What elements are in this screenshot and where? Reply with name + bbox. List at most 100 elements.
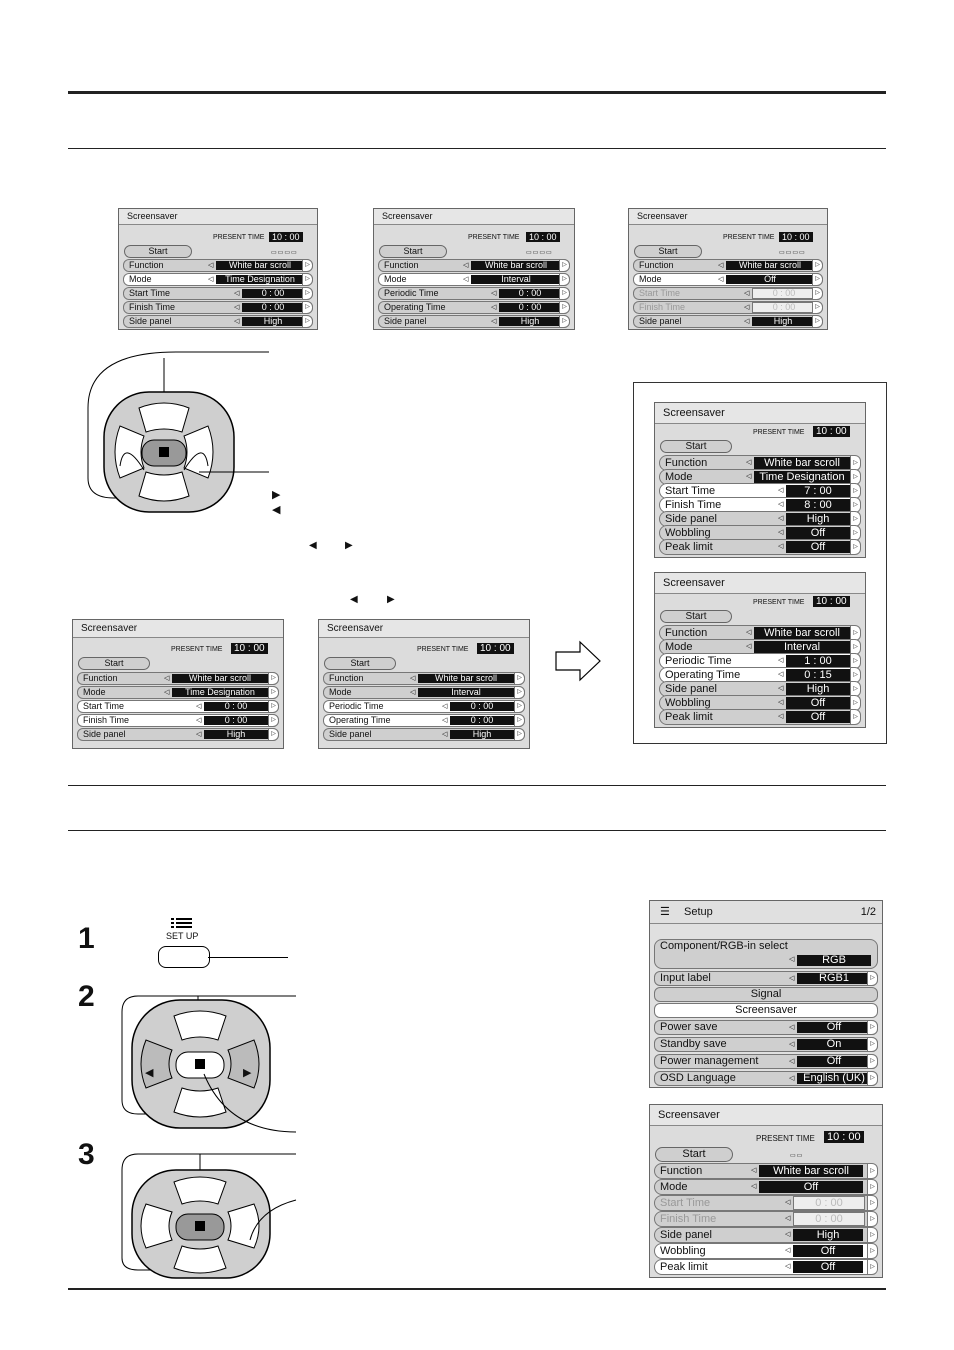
standby-save-row[interactable]: Standby save◁On▷ [654,1037,878,1052]
function-row[interactable]: Function◁White bar scroll▷ [654,1163,878,1179]
start-time-row[interactable]: Start Time◁0 : 00▷ [123,287,313,300]
peak-limit-row[interactable]: Peak limit◁Off▷ [654,1259,878,1275]
periodic-time-row[interactable]: Periodic Time◁0 : 00▷ [378,287,570,300]
panel-title: Screensaver [655,403,865,424]
down-key [138,471,190,502]
component-rgb-row[interactable]: Component/RGB-in select ◁ RGB [654,939,878,969]
mode-row[interactable]: Mode◁Interval▷ [659,639,861,655]
present-time-label: PRESENT TIME [753,599,805,606]
leader-line [208,957,288,958]
wobbling-row[interactable]: Wobbling◁Off▷ [659,525,861,541]
side-panel-row[interactable]: Side panel◁High▷ [77,728,279,741]
right-key [227,1203,260,1249]
tri-left-icon: ◀ [272,504,281,516]
mode-row[interactable]: Mode◁Time Designation▷ [77,686,279,699]
curve-arrow-right [183,452,209,471]
side-panel-row[interactable]: Side panel◁High▷ [123,315,313,328]
side-panel-row[interactable]: Side panel◁High▷ [633,315,823,328]
left-key [114,425,145,479]
operating-time-row[interactable]: Operating Time◁0 : 00▷ [378,301,570,314]
mode-row[interactable]: Mode◁Off▷ [633,273,823,286]
screensaver-panel-bottom: Screensaver PRESENT TIME 10 : 00 Start ▭… [649,1104,883,1278]
function-row[interactable]: Function◁White bar scroll▷ [77,672,279,685]
curve-arrow-left [119,452,145,471]
present-time-value: 10 : 00 [269,232,303,242]
panel-title: Screensaver [319,620,529,638]
panel-title: Screensaver [374,209,574,225]
tri-left-icon: ◀ [309,540,317,551]
progress-dots: ▭▭▭▭ [526,250,553,256]
start-time-row[interactable]: Start Time◁0 : 00▷ [77,700,279,713]
power-save-row[interactable]: Power save◁Off▷ [654,1020,878,1035]
progress-dots: ▭▭▭▭ [779,250,806,256]
osd-language-row[interactable]: OSD Language◁English (UK)▷ [654,1071,878,1086]
input-label-row[interactable]: Input label◁RGB1▷ [654,971,878,986]
progress-dots: ▭▭▭▭ [271,250,298,256]
mode-row[interactable]: Mode◁Time Designation▷ [123,273,313,286]
power-management-row[interactable]: Power management◁Off▷ [654,1054,878,1069]
finish-time-row[interactable]: Finish Time◁0 : 00▷ [77,714,279,727]
screensaver-row[interactable]: Screensaver [654,1003,878,1018]
menu-lines-icon [171,918,192,928]
mode-row[interactable]: Mode◁Time Designation▷ [659,469,861,485]
start-time-row: Start Time◁0 : 00▷ [633,287,823,300]
start-button[interactable]: Start [660,610,732,623]
screensaver-panel-example-td: Screensaver PRESENT TIME 10 : 00 Start F… [654,402,866,558]
start-button[interactable]: Start [655,1147,733,1162]
function-row[interactable]: Function◁White bar scroll▷ [378,259,570,272]
left-arrow-icon: ◀ [145,1067,154,1079]
mode-row[interactable]: Mode◁Off▷ [654,1179,878,1195]
down-key [173,1245,227,1274]
finish-time-row[interactable]: Finish Time◁0 : 00▷ [123,301,313,314]
start-button[interactable]: Start [379,245,447,258]
start-button[interactable]: Start [124,245,192,258]
remote-pad-step2 [121,995,297,1133]
present-time-label: PRESENT TIME [468,234,520,241]
mode-row[interactable]: Mode◁Interval▷ [323,686,525,699]
setup-button[interactable] [158,946,210,968]
function-row[interactable]: Function◁White bar scroll▷ [659,455,861,471]
loop-line [121,995,296,1115]
section-rule [68,785,886,786]
panel-title: Screensaver [629,209,827,225]
finish-time-row: Finish Time◁0 : 00▷ [633,301,823,314]
peak-limit-row[interactable]: Peak limit◁Off▷ [659,539,861,555]
top-rule [68,91,886,94]
up-key [138,402,190,433]
operating-time-row[interactable]: Operating Time◁0 : 15▷ [659,667,861,683]
bottom-rule [68,1288,886,1290]
start-button[interactable]: Start [634,245,702,258]
screensaver-panel-interval: Screensaver PRESENT TIME 10 : 00 Start ▭… [373,208,575,330]
progress-dots: ▭▭ [790,1153,804,1159]
mode-row[interactable]: Mode◁Interval▷ [378,273,570,286]
step-number-3: 3 [78,1138,95,1171]
start-button[interactable]: Start [324,657,396,670]
side-panel-row[interactable]: Side panel◁High▷ [323,728,525,741]
wobbling-row[interactable]: Wobbling◁Off▷ [654,1243,878,1259]
panel-title: Screensaver [73,620,283,638]
right-key [227,1039,260,1089]
peak-limit-row[interactable]: Peak limit◁Off▷ [659,709,861,725]
side-panel-row[interactable]: Side panel◁High▷ [659,681,861,697]
periodic-time-row[interactable]: Periodic Time◁0 : 00▷ [323,700,525,713]
signal-row[interactable]: Signal [654,987,878,1002]
operating-time-row[interactable]: Operating Time◁0 : 00▷ [323,714,525,727]
start-button[interactable]: Start [78,657,150,670]
side-panel-row[interactable]: Side panel◁High▷ [654,1227,878,1243]
function-row[interactable]: Function◁White bar scroll▷ [323,672,525,685]
stop-square-icon [195,1221,205,1231]
loop-line [121,1153,296,1271]
right-key [183,425,214,479]
start-time-row[interactable]: Start Time◁7 : 00▷ [659,483,861,499]
side-panel-row[interactable]: Side panel◁High▷ [378,315,570,328]
left-key [140,1203,173,1249]
start-button[interactable]: Start [660,440,732,453]
up-key [173,1176,227,1205]
stop-square-icon [195,1059,205,1069]
function-row[interactable]: Function◁White bar scroll▷ [123,259,313,272]
example-box [633,382,887,744]
start-time-row: Start Time◁0 : 00▷ [654,1195,878,1211]
function-row[interactable]: Function◁White bar scroll▷ [633,259,823,272]
tri-right-icon: ▶ [387,594,395,605]
menu-lines-icon: ☰ [660,906,670,918]
